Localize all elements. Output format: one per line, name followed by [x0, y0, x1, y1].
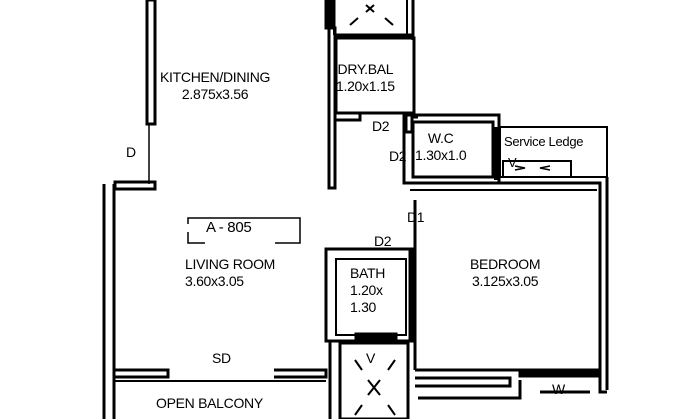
duct-cross-top [349, 4, 394, 26]
door-d2-bath-label: D2 [374, 233, 392, 249]
duct-bottom [338, 341, 410, 419]
unit-id-box [187, 217, 301, 244]
wall-stub [113, 180, 157, 191]
wc-inner-wall [411, 120, 495, 179]
ledge-ventilator-label: V [508, 155, 517, 170]
door-d2-dry-label: D2 [372, 118, 390, 134]
door-d2-wc-label: D2 [389, 148, 407, 164]
dry-bal-walls [334, 36, 416, 115]
sliding-door-label: SD [212, 350, 231, 366]
kitchen-right-wall [327, 26, 337, 190]
bedroom-top-wall [404, 181, 602, 370]
unit-id: A - 805 [206, 219, 252, 236]
open-balcony-label: OPEN BALCONY [156, 395, 263, 411]
door-d-label: D [126, 144, 136, 160]
service-ledge-label: Service Ledge [504, 134, 584, 149]
window-w-label: W [552, 381, 565, 397]
duct-cross-bottom [354, 359, 396, 416]
door-d1-label: D1 [407, 209, 425, 225]
shaft-wall [324, 0, 336, 30]
kitchen-left-wall [145, 0, 157, 126]
ventilator-v-label: V [366, 350, 376, 366]
